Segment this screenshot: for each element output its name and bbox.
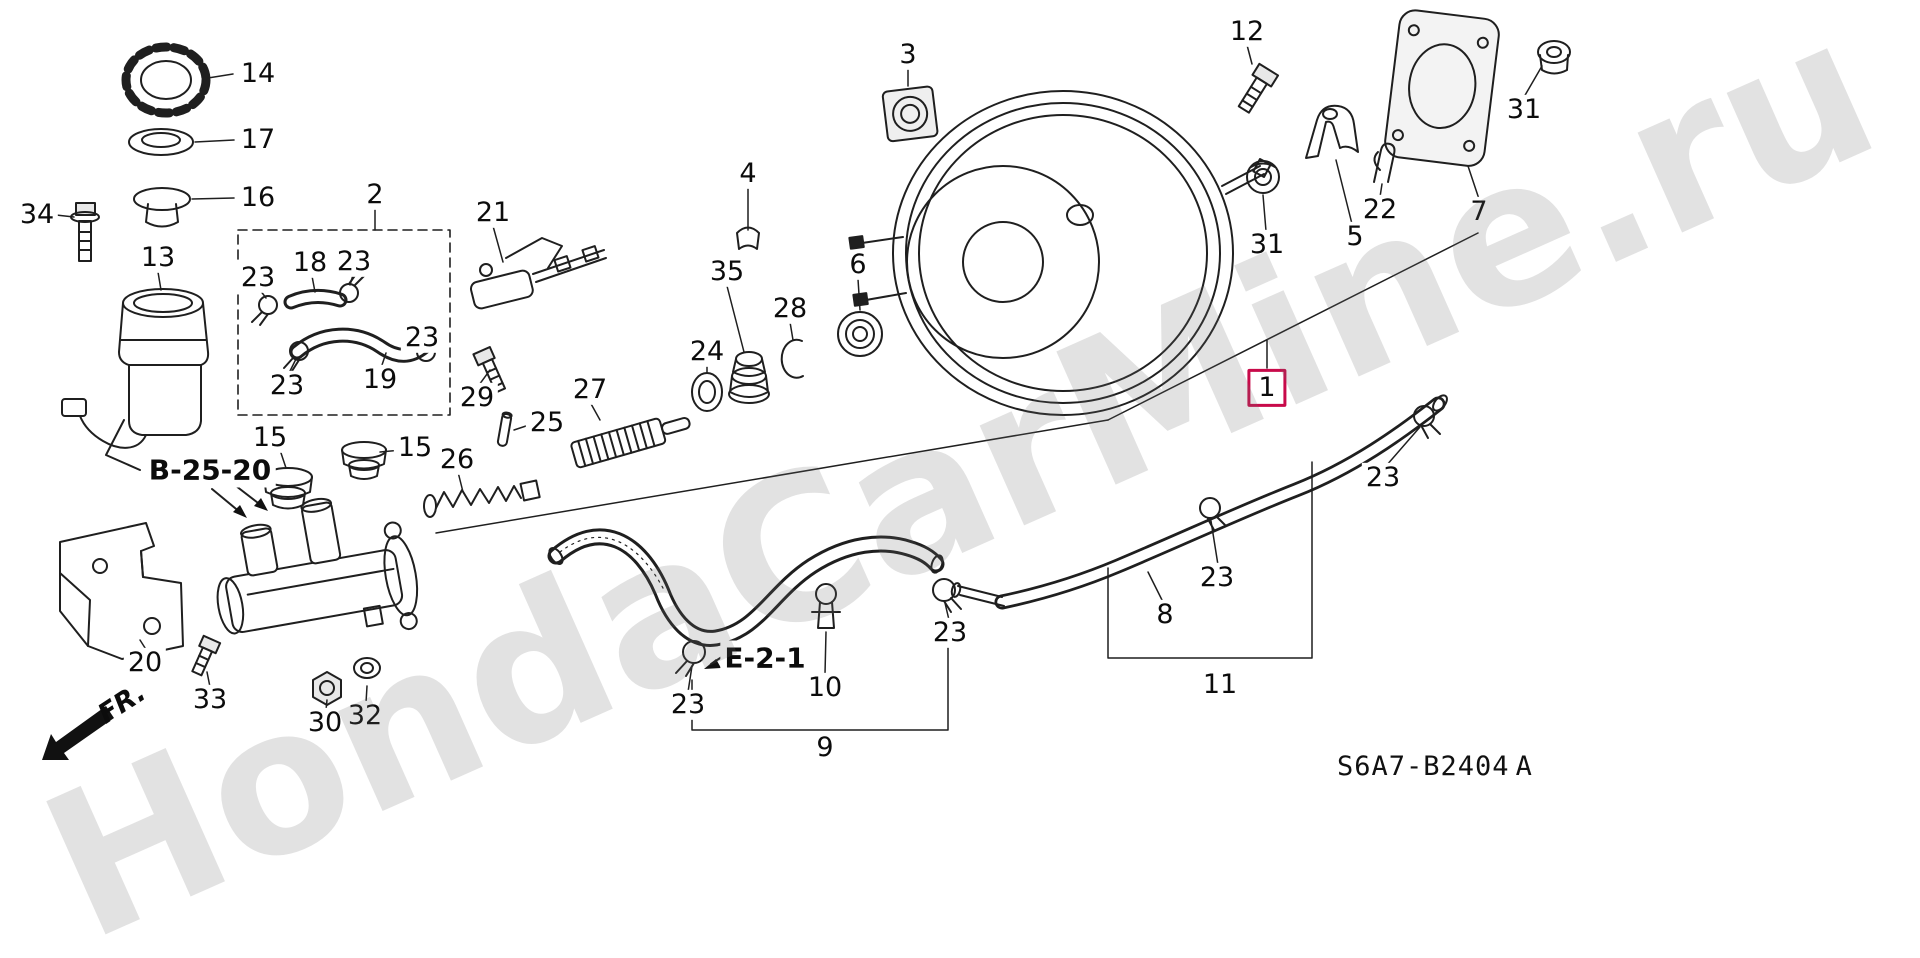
part-label-23[interactable]: 23 bbox=[666, 689, 710, 721]
reference-label-e-2-1[interactable]: E-2-1 bbox=[720, 640, 810, 676]
hose-drawing-11 bbox=[950, 394, 1448, 610]
part-label-20[interactable]: 20 bbox=[123, 647, 167, 679]
part-label-31[interactable]: 31 bbox=[1502, 94, 1546, 126]
brake-booster-drawing bbox=[848, 90, 1272, 416]
nut-drawing-31 bbox=[1246, 160, 1280, 194]
part-label-2[interactable]: 2 bbox=[362, 179, 388, 211]
diagram-code-suffix: A bbox=[1515, 751, 1533, 782]
part-label-13[interactable]: 13 bbox=[136, 242, 180, 274]
part-label-11[interactable]: 11 bbox=[1198, 669, 1242, 701]
mount-drawing-3 bbox=[881, 85, 939, 143]
part-label-16[interactable]: 16 bbox=[236, 182, 280, 214]
part-label-17[interactable]: 17 bbox=[236, 124, 280, 156]
washer-drawing-17 bbox=[128, 128, 194, 156]
part-label-21[interactable]: 21 bbox=[471, 197, 515, 229]
bracket-drawing-20 bbox=[59, 522, 184, 660]
spring-drawing-26 bbox=[423, 479, 541, 518]
part-label-15[interactable]: 15 bbox=[248, 422, 292, 454]
part-label-18[interactable]: 18 bbox=[288, 247, 332, 279]
valve-drawing-21 bbox=[469, 237, 607, 310]
bracket-drawing-4 bbox=[736, 226, 760, 250]
part-label-27[interactable]: 27 bbox=[568, 374, 612, 406]
bolt-drawing-29 bbox=[472, 346, 506, 394]
part-label-25[interactable]: 25 bbox=[525, 407, 569, 439]
part-label-3[interactable]: 3 bbox=[895, 39, 921, 71]
clamp-drawing-23-g bbox=[1413, 405, 1441, 439]
part-label-15[interactable]: 15 bbox=[393, 432, 437, 464]
part-label-28[interactable]: 28 bbox=[768, 293, 812, 325]
part-label-5[interactable]: 5 bbox=[1342, 221, 1368, 253]
clip-drawing-10 bbox=[811, 583, 841, 629]
part-label-23[interactable]: 23 bbox=[928, 617, 972, 649]
part-label-14[interactable]: 14 bbox=[236, 58, 280, 90]
part-label-6[interactable]: 6 bbox=[845, 249, 871, 281]
nut-drawing-30 bbox=[312, 671, 342, 706]
bolt-drawing-12 bbox=[1237, 62, 1280, 114]
part-label-23[interactable]: 23 bbox=[1361, 462, 1405, 494]
part-label-4[interactable]: 4 bbox=[735, 158, 761, 190]
snap-ring-drawing-28 bbox=[780, 338, 804, 379]
part-label-22[interactable]: 22 bbox=[1358, 194, 1402, 226]
part-label-10[interactable]: 10 bbox=[803, 672, 847, 704]
leader-lines bbox=[55, 44, 1543, 731]
seal-drawing-24 bbox=[691, 372, 723, 412]
part-label-1[interactable]: 1 bbox=[1247, 368, 1287, 408]
piston-drawing-27 bbox=[570, 416, 691, 469]
part-label-29[interactable]: 29 bbox=[455, 382, 499, 414]
hose-drawing-19 bbox=[289, 327, 432, 363]
part-label-7[interactable]: 7 bbox=[1466, 196, 1492, 228]
reservoir-cap-drawing bbox=[121, 42, 211, 118]
part-label-30[interactable]: 30 bbox=[303, 707, 347, 739]
part-label-26[interactable]: 26 bbox=[435, 444, 479, 476]
bolt-drawing-33 bbox=[191, 634, 222, 677]
clamp-drawing-23-c bbox=[283, 341, 309, 372]
part-label-23[interactable]: 23 bbox=[400, 322, 444, 354]
washer-drawing-32 bbox=[353, 657, 381, 679]
part-label-23[interactable]: 23 bbox=[236, 262, 280, 294]
part-label-32[interactable]: 32 bbox=[343, 700, 387, 732]
clamp-bracket-drawing-5 bbox=[1305, 104, 1359, 159]
part-label-33[interactable]: 33 bbox=[188, 684, 232, 716]
part-label-23[interactable]: 23 bbox=[265, 370, 309, 402]
boot-drawing-35 bbox=[728, 351, 770, 404]
grommet-drawing-16 bbox=[133, 187, 191, 228]
diagram-code-text: S6A7-B2404 bbox=[1337, 751, 1510, 782]
hose-drawing-18 bbox=[283, 289, 348, 310]
gasket-drawing bbox=[1384, 9, 1500, 167]
reservoir-drawing bbox=[61, 288, 210, 471]
master-cylinder-drawing bbox=[216, 497, 419, 635]
fr-direction-arrow bbox=[42, 706, 114, 760]
part-label-8[interactable]: 8 bbox=[1152, 599, 1178, 631]
part-label-35[interactable]: 35 bbox=[705, 256, 749, 288]
grommet-drawing-top-right bbox=[1537, 40, 1571, 75]
part-label-24[interactable]: 24 bbox=[685, 336, 729, 368]
cap-drawing-15-right bbox=[341, 441, 387, 480]
pin-drawing-25 bbox=[496, 411, 513, 447]
hose-drawing-9 bbox=[547, 528, 945, 647]
part-label-19[interactable]: 19 bbox=[358, 364, 402, 396]
clip-drawing-22 bbox=[1373, 142, 1396, 183]
group-2-box bbox=[237, 229, 451, 416]
grommet-drawing-6 bbox=[837, 311, 883, 357]
clamp-drawing-23-e bbox=[675, 640, 706, 677]
part-label-23[interactable]: 23 bbox=[1195, 562, 1239, 594]
part-label-12[interactable]: 12 bbox=[1225, 16, 1269, 48]
part-label-31[interactable]: 31 bbox=[1245, 229, 1289, 261]
part-label-9[interactable]: 9 bbox=[812, 732, 838, 764]
reference-label-b-25-20[interactable]: B-25-20 bbox=[144, 452, 276, 488]
part-label-23[interactable]: 23 bbox=[332, 246, 376, 278]
clamp-drawing-23-a bbox=[251, 295, 278, 326]
part-label-34[interactable]: 34 bbox=[15, 199, 59, 231]
